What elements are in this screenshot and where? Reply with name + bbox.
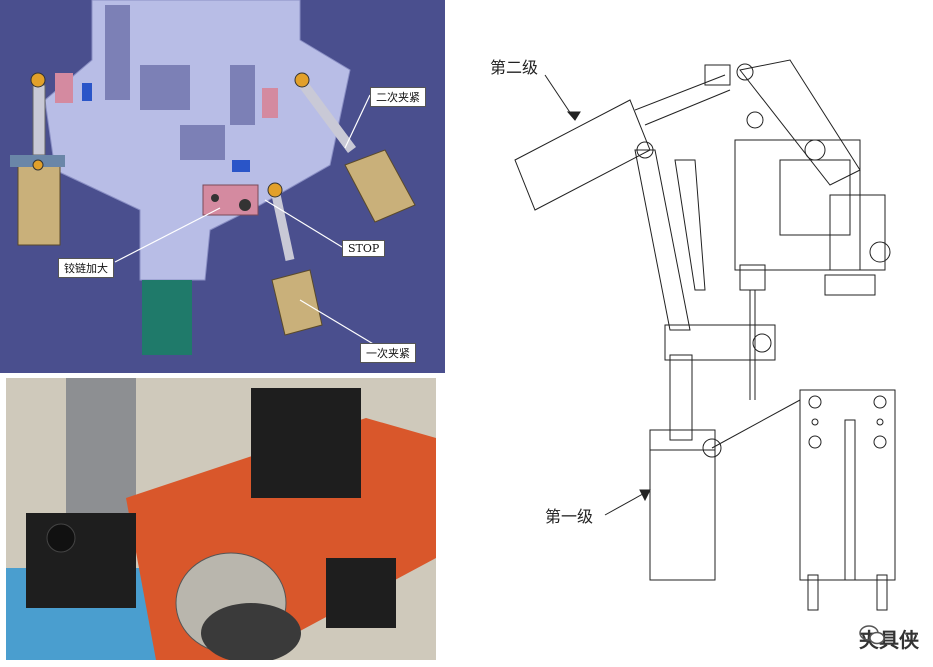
callout-secondary-clamp: 二次夹紧: [370, 87, 426, 107]
cad-render-panel: 二次夹紧 STOP 铰链加大 一次夹紧: [0, 0, 445, 373]
callout-primary-clamp: 一次夹紧: [360, 343, 416, 363]
callout-hinge: 铰链加大: [58, 258, 114, 278]
cylinder-right: [295, 77, 416, 223]
clamp-photo-panel: [6, 378, 436, 660]
cad-render: [10, 0, 416, 355]
cylinder-bottom: [270, 189, 323, 336]
cylinder-stage-two: [514, 99, 651, 211]
base-plate: [799, 389, 896, 581]
clamp-block-top: [251, 388, 361, 498]
base-block: [142, 280, 192, 355]
label-stage-one: 第一级: [545, 507, 594, 526]
watermark: 夹具侠: [859, 624, 919, 653]
clamp-photo: [6, 378, 436, 660]
chat-bubble-icon: [859, 625, 885, 645]
label-stage-two: 第二级: [490, 58, 539, 77]
clamp-block-left: [26, 513, 136, 608]
hinge-block: [202, 184, 259, 216]
cylinder-stage-one: [649, 429, 716, 581]
technical-drawing: [514, 59, 896, 611]
technical-drawing-panel: 第二级 第一级 夹具侠: [450, 0, 933, 667]
cylinder-left: [10, 84, 65, 246]
callout-stop: STOP: [342, 240, 386, 257]
